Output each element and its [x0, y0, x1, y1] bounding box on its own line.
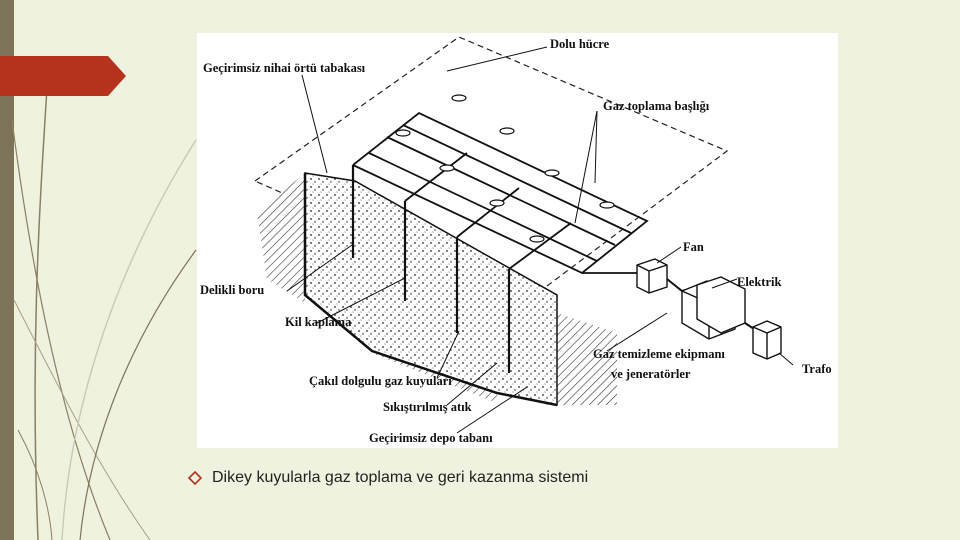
label-cakil-kuyular: Çakıl dolgulu gaz kuyuları — [309, 374, 452, 388]
label-elektrik: Elektrik — [737, 275, 781, 289]
label-delikli-boru: Delikli boru — [200, 283, 264, 297]
label-sikistirilmis-atik: Sıkıştırılmış atık — [383, 400, 472, 414]
label-kil-kaplama: Kil kaplama — [285, 315, 351, 329]
label-fan: Fan — [683, 240, 704, 254]
label-jeneratorler: ve jeneratörler — [611, 367, 690, 381]
label-nihai-ortu: Geçirimsiz nihai örtü tabakası — [203, 61, 365, 75]
label-gaz-toplama-basligi: Gaz toplama başlığı — [603, 99, 709, 113]
fan-unit — [637, 259, 667, 293]
label-trafo: Trafo — [802, 362, 832, 376]
diagram-drawing — [197, 33, 838, 448]
label-dolu-hucre: Dolu hücre — [550, 37, 609, 51]
generator-units — [682, 277, 745, 339]
label-gaz-temizleme: Gaz temizleme ekipmanı — [593, 347, 725, 361]
figure-caption: Dikey kuyularla gaz toplama ve geri kaza… — [188, 467, 588, 489]
landfill-gas-diagram: Dolu hücre Geçirimsiz nihai örtü tabakas… — [197, 33, 838, 448]
transformer-unit — [753, 321, 781, 359]
diamond-bullet-icon — [188, 471, 202, 485]
red-arrow-tab — [0, 56, 130, 98]
label-depo-tabani: Geçirimsiz depo tabanı — [369, 431, 493, 445]
caption-text: Dikey kuyularla gaz toplama ve geri kaza… — [212, 469, 588, 487]
